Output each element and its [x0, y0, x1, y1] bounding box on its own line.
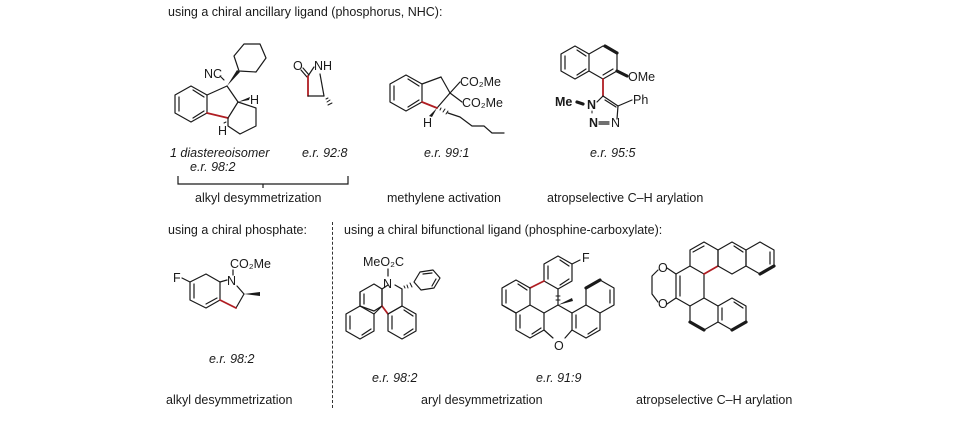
- structure-oxa-helicene: F O: [501, 251, 615, 353]
- structure-beta-lactam: O NH: [293, 59, 333, 106]
- beta-lactam-caption: e.r. 92:8: [302, 146, 348, 160]
- n1-label: N: [587, 98, 596, 112]
- cyclohexyl-ring: [233, 43, 267, 73]
- fluorene-caption-er: e.r. 98:2: [190, 160, 236, 174]
- formed-bond: [219, 299, 237, 309]
- o2-label: O: [658, 297, 668, 311]
- label-alkyl-desymmetrization-bottom: alkyl desymmetrization: [166, 393, 293, 407]
- heading-chiral-bifunctional-ligand: using a chiral bifunctional ligand (phos…: [344, 223, 663, 237]
- ph-label: Ph: [633, 93, 648, 107]
- heading-chiral-phosphate: using a chiral phosphate:: [168, 223, 307, 237]
- bracket-alkyl-desymmetrization: [177, 176, 349, 188]
- label-aryl-desymmetrization: aryl desymmetrization: [421, 393, 543, 407]
- formed-bond: [529, 280, 545, 289]
- n3-label: N: [611, 116, 620, 130]
- label-atropselective-top: atropselective C–H arylation: [547, 191, 704, 205]
- section-divider: [332, 222, 333, 408]
- h-label-bottom: H: [218, 124, 227, 138]
- benzene-ring: [174, 85, 208, 123]
- formed-bond: [381, 305, 389, 315]
- nh-label: NH: [314, 59, 332, 73]
- f-label: F: [173, 271, 181, 285]
- structure-fluoro-indoline: F N CO₂Me: [173, 257, 271, 309]
- label-alkyl-desymmetrization-top: alkyl desymmetrization: [195, 191, 322, 205]
- o-label: O: [293, 59, 303, 73]
- ester2-label: CO₂Me: [462, 96, 503, 110]
- n-label: N: [383, 277, 392, 291]
- benzene-ring: [389, 74, 423, 112]
- n2-label: N: [589, 116, 598, 130]
- ester-label: MeO₂C: [363, 255, 404, 269]
- label-methylene-activation: methylene activation: [387, 191, 501, 205]
- structure-indane-diester: CO₂Me CO₂Me H: [389, 74, 505, 134]
- formed-bond: [703, 265, 719, 275]
- ring-upper-right: [717, 241, 747, 275]
- o1-label: O: [658, 261, 668, 275]
- nc-label: NC: [204, 67, 222, 81]
- h-label: H: [423, 116, 432, 130]
- indoline-caption: e.r. 98:2: [209, 352, 255, 366]
- naphthalene-ring-b: [588, 45, 618, 80]
- structure-dioxino-helicene: O O: [651, 241, 776, 332]
- triazole-caption: e.r. 95:5: [590, 146, 636, 160]
- heading-chiral-ancillary-ligand: using a chiral ancillary ligand (phospho…: [168, 5, 443, 19]
- indane-caption: e.r. 99:1: [424, 146, 470, 160]
- structure-aza-helicene: MeO₂C N: [345, 255, 441, 340]
- structure-naphthyl-triazole: OMe N Me Ph N N: [555, 44, 655, 130]
- f-label: F: [582, 251, 590, 265]
- fluorene-caption-1: 1 diastereoisomer: [170, 146, 270, 160]
- ring-a: [359, 283, 383, 312]
- me-label: Me: [555, 95, 572, 109]
- h-label-top: H: [250, 93, 259, 107]
- ester1-label: CO₂Me: [460, 75, 501, 89]
- formed-bond: [421, 101, 438, 109]
- formed-bond: [206, 112, 229, 119]
- ring-c: [387, 305, 417, 340]
- ome-label: OMe: [628, 70, 655, 84]
- oxa-helicene-caption: e.r. 91:9: [536, 371, 582, 385]
- ester-label: CO₂Me: [230, 257, 271, 271]
- phenyl-ring: [413, 269, 441, 291]
- aza-helicene-caption: e.r. 98:2: [372, 371, 418, 385]
- label-atropselective-bottom: atropselective C–H arylation: [636, 393, 793, 407]
- n-label: N: [227, 274, 236, 288]
- structure-fluorene-nitrile: NC H H: [174, 43, 267, 138]
- o-label: O: [554, 339, 564, 353]
